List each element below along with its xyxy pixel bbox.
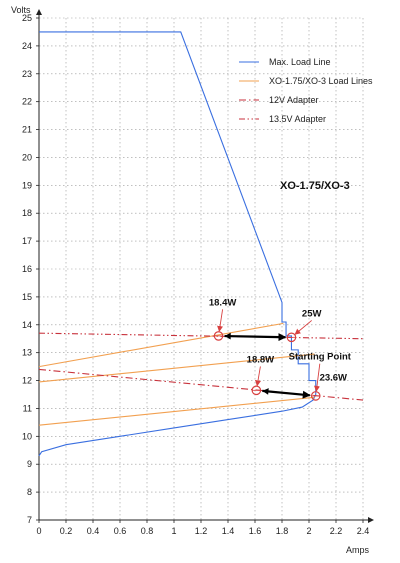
y-tick-label: 12 [22, 376, 32, 386]
y-tick-label: 25 [22, 13, 32, 23]
y-tick-label: 17 [22, 236, 32, 246]
y-tick-label: 15 [22, 292, 32, 302]
y-tick-label: 16 [22, 264, 32, 274]
x-tick-label: 2.2 [330, 526, 343, 536]
y-tick-label: 18 [22, 208, 32, 218]
x-tick-label: 2.4 [357, 526, 370, 536]
double-arrow [224, 333, 287, 342]
annotation-layer: 18.4W 25W 18.8W Starting Point 23.6W [209, 297, 352, 392]
y-axis-title: Volts [11, 5, 31, 15]
y-tick-labels: 7 8 9 10 11 12 13 14 15 16 17 18 19 20 21 22 23 24 25 [22, 13, 39, 525]
annotation-pointer [294, 320, 312, 335]
annotation-label: 25W [302, 308, 322, 319]
x-axis-title: Amps [346, 545, 370, 555]
chart-title: XO-1.75/XO-3 [280, 180, 350, 192]
arrow-head [262, 388, 269, 395]
y-tick-label: 10 [22, 431, 32, 441]
x-tick-label: 1.4 [222, 526, 235, 536]
series-line-max-load-line [38, 31, 317, 457]
y-tick-label: 14 [22, 320, 32, 330]
x-tick-label: 0.8 [141, 526, 154, 536]
annotation-pointer [255, 366, 261, 387]
x-tick-label: 0.2 [60, 526, 73, 536]
y-tick-label: 11 [23, 403, 32, 413]
legend-label: Max. Load Line [269, 57, 331, 67]
annotation-pointer [217, 309, 224, 332]
operating-point-marker [213, 331, 224, 341]
x-tick-label: 1.2 [195, 526, 208, 536]
axes [36, 9, 374, 523]
operating-point-marker [286, 332, 297, 343]
y-tick-label: 21 [22, 125, 32, 135]
operating-point-marker [251, 385, 262, 396]
y-tick-label: 19 [22, 180, 32, 190]
y-tick-label: 13 [22, 348, 32, 358]
arrow-layer [224, 332, 311, 399]
annotation-label: 18.4W [209, 297, 236, 308]
double-arrow [262, 389, 311, 399]
y-tick-label: 9 [27, 459, 32, 469]
y-tick-label: 22 [22, 97, 32, 107]
y-tick-label: 7 [27, 515, 32, 525]
y-tick-label: 8 [27, 487, 32, 497]
annotation-pointer [314, 363, 321, 392]
annotation-label: 23.6W [320, 373, 347, 384]
x-tick-label: 0 [36, 526, 41, 536]
x-tick-label: 1.6 [249, 526, 262, 536]
y-tick-label: 20 [22, 152, 32, 162]
legend-label: XO-1.75/XO-3 Load Lines [269, 76, 373, 86]
y-tick-label: 23 [22, 69, 32, 79]
y-tick-label: 24 [22, 41, 32, 51]
annotation-label: 18.8W [247, 354, 274, 365]
series-line-xo-1-75-xo-3-load-lines [38, 353, 315, 383]
marker-ring [286, 332, 297, 343]
x-tick-label: 0.6 [114, 526, 127, 536]
x-tick-label: 1 [171, 526, 176, 536]
series-line-xo-1-75-xo-3-load-lines [38, 322, 284, 368]
x-tick-label: 1.8 [276, 526, 289, 536]
x-tick-labels: 0 0.2 0.4 0.6 0.8 1 1.2 1.4 1.6 1.8 2 2.2 2.4 [36, 520, 369, 536]
x-tick-label: 2 [306, 526, 311, 536]
arrow-head [224, 332, 231, 340]
grid-lines [39, 17, 364, 520]
annotation-label: Starting Point [289, 352, 352, 363]
series-line-13-5v-adapter [38, 332, 364, 340]
x-tick-label: 0.4 [87, 526, 100, 536]
legend-label: 12V Adapter [269, 95, 319, 105]
series-line-xo-1-75-xo-3-load-lines [38, 396, 315, 426]
legend-label: 13.5V Adapter [269, 114, 326, 124]
